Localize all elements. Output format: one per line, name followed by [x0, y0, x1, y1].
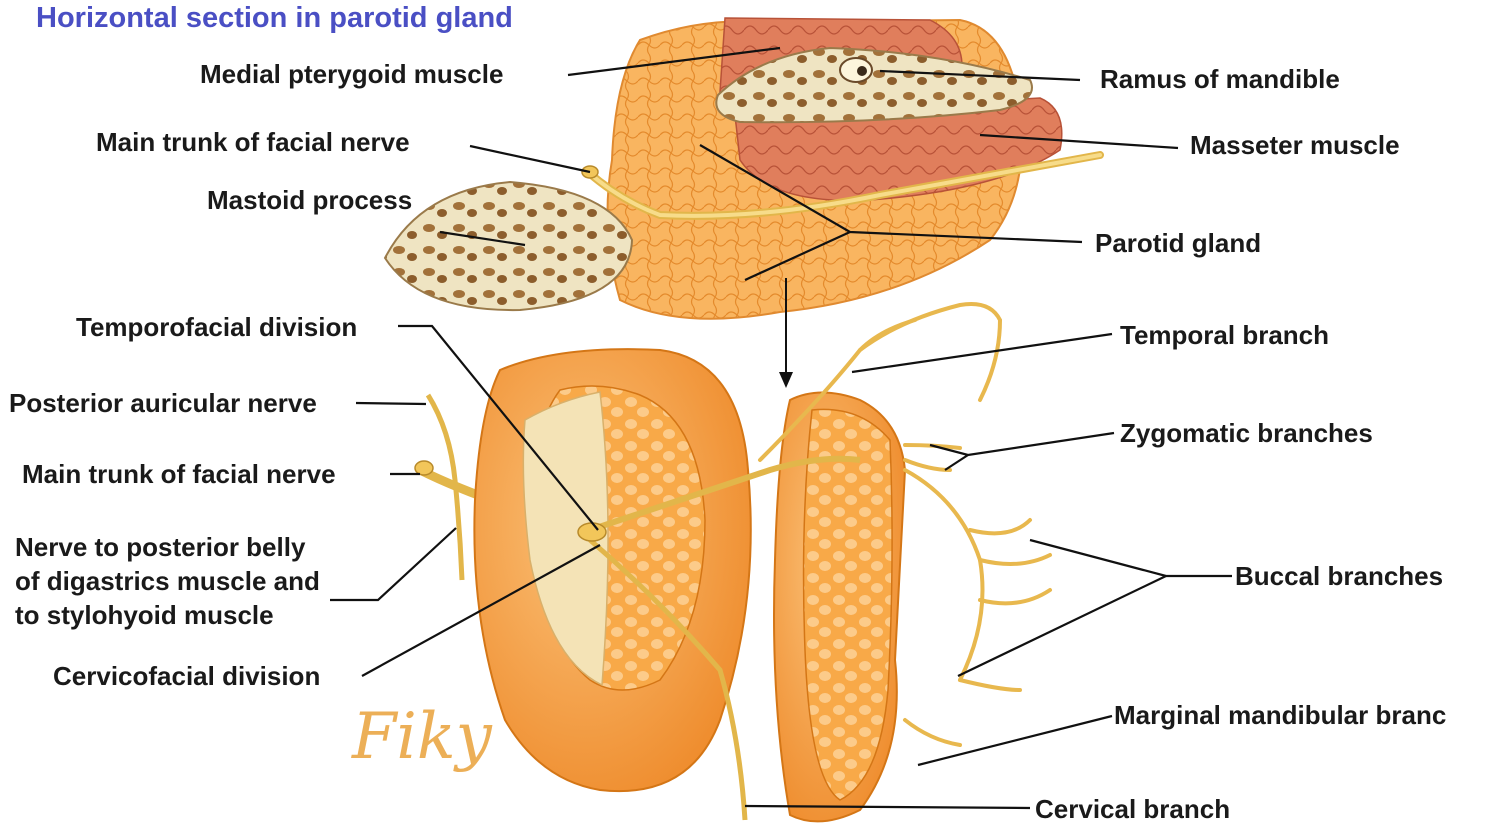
label-temporofacial: Temporofacial division	[76, 314, 357, 340]
label-mastoid: Mastoid process	[207, 187, 412, 213]
signature-watermark: Fiky	[352, 700, 492, 774]
mastoid-process	[385, 182, 632, 310]
diagram-title: Horizontal section in parotid gland	[36, 2, 513, 35]
label-post-auricular: Posterior auricular nerve	[9, 390, 317, 416]
label-masseter: Masseter muscle	[1190, 132, 1400, 158]
label-marginal: Marginal mandibular branc	[1114, 702, 1446, 728]
label-medial-pterygoid: Medial pterygoid muscle	[200, 61, 503, 87]
label-main-trunk-bottom: Main trunk of facial nerve	[22, 461, 336, 487]
label-parotid: Parotid gland	[1095, 230, 1261, 256]
label-temporal: Temporal branch	[1120, 322, 1329, 348]
label-main-trunk-top: Main trunk of facial nerve	[96, 129, 410, 155]
label-digastric: Nerve to posterior belly of digastrics m…	[15, 530, 320, 632]
mandibular-canal	[840, 58, 872, 82]
label-cervicofacial: Cervicofacial division	[53, 663, 320, 689]
label-buccal: Buccal branches	[1235, 563, 1443, 589]
label-ramus: Ramus of mandible	[1100, 66, 1340, 92]
label-zygomatic: Zygomatic branches	[1120, 420, 1373, 446]
label-cervical: Cervical branch	[1035, 796, 1230, 822]
